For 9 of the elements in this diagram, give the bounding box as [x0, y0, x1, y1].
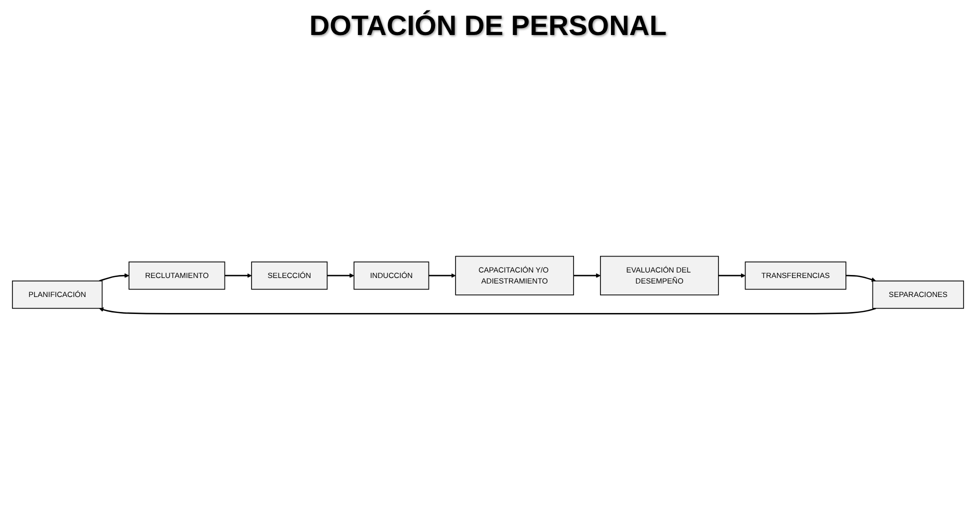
arrow	[574, 273, 601, 278]
arrow	[718, 273, 746, 278]
diagram-title: DOTACIÓN DE PERSONAL	[309, 10, 667, 42]
arrow	[846, 274, 876, 282]
arrow	[98, 273, 130, 282]
arrow	[327, 273, 354, 278]
arrow	[428, 273, 456, 278]
arrow	[98, 307, 876, 314]
arrow	[224, 273, 252, 278]
